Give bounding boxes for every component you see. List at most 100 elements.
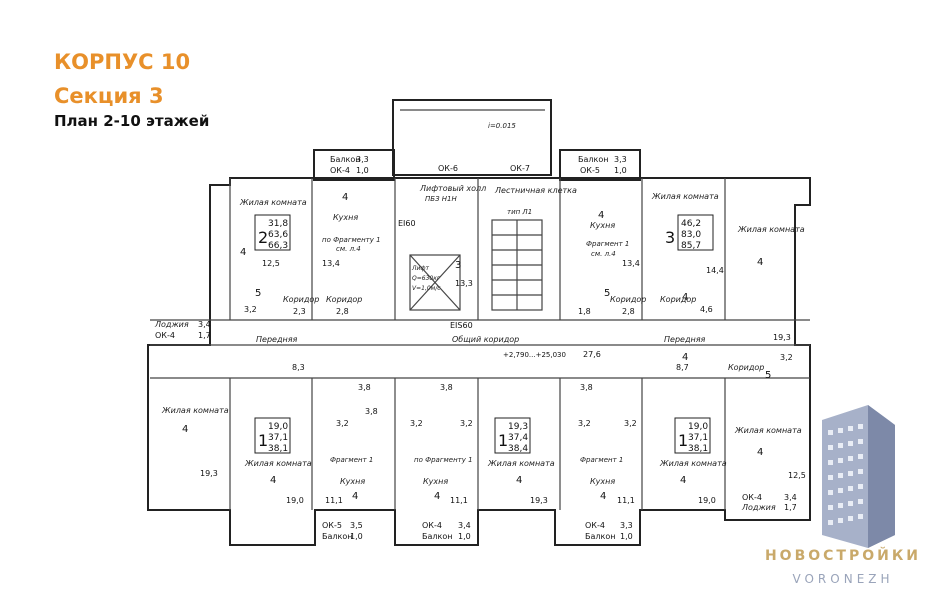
apt-area: 31,8 (268, 219, 288, 229)
balcony-area: 3,3 (356, 155, 369, 164)
building-title: КОРПУС 10 (54, 50, 191, 74)
room-label: Кухня (340, 477, 365, 486)
section-title: Секция 3 (54, 84, 164, 108)
room-area: 19,3 (200, 469, 218, 478)
apt-area: 19,0 (688, 422, 708, 432)
room-area: 3,2 (780, 353, 793, 362)
sheet-mark: 4 (600, 491, 606, 502)
window-code: ОК-4 (742, 493, 762, 502)
window-code: ОК-5 (322, 521, 342, 530)
sheet-mark: 4 (757, 257, 763, 268)
roof-exit-block (392, 99, 552, 176)
room-area: 2,8 (336, 307, 349, 316)
loggia-depth: 1,7 (198, 331, 211, 340)
balcony-depth: 1,0 (458, 532, 471, 541)
room-label: Передняя (256, 335, 298, 344)
level-mark: +2,790...+25,030 (503, 351, 566, 359)
lift-note: Q=630кг (412, 275, 441, 282)
fragment-note: по Фрагменту 1 (322, 236, 381, 244)
balcony-depth: 1,0 (614, 166, 627, 175)
room-area: 3,2 (336, 419, 349, 428)
room-label: Лифтовый холл (419, 184, 486, 193)
apt-area: 38,1 (688, 444, 708, 454)
apt-area: 37,4 (508, 433, 528, 443)
room-label: Кухня (333, 213, 358, 222)
room-area: 3,8 (365, 407, 378, 416)
balcony-label: Балкон (422, 532, 452, 541)
slope-note: i=0.015 (488, 122, 516, 130)
fire-rating: EIS60 (450, 321, 473, 330)
room-label: Коридор (728, 363, 764, 372)
brand-logo-icon (822, 405, 895, 548)
balcony-area: 3,3 (614, 155, 627, 164)
apt-area: 19,0 (268, 422, 288, 432)
room-area: 11,1 (617, 496, 635, 505)
sheet-mark: 4 (240, 247, 246, 258)
room-area: 14,4 (706, 266, 724, 275)
room-label: Коридор (610, 295, 646, 304)
room-label: Жилая комната (659, 459, 727, 468)
room-label: Передняя (664, 335, 706, 344)
room-area: 3,2 (244, 305, 257, 314)
window-code: ОК-4 (585, 521, 605, 530)
room-area: 19,3 (530, 496, 548, 505)
room-area: 3,2 (460, 419, 473, 428)
balcony-label: Балкон (322, 532, 352, 541)
sheet-mark: 4 (434, 491, 440, 502)
room-label: Жилая комната (734, 426, 802, 435)
room-area: 11,1 (450, 496, 468, 505)
apt-area: 63,6 (268, 230, 288, 240)
apt-area: 37,1 (268, 433, 288, 443)
room-label: Жилая комната (737, 225, 805, 234)
sheet-mark: 4 (352, 491, 358, 502)
sheet-mark: 4 (682, 352, 688, 363)
room-label: Жилая комната (161, 406, 229, 415)
apt-rooms: 1 (258, 431, 268, 450)
room-label: Жилая комната (651, 192, 719, 201)
room-label: Кухня (590, 221, 615, 230)
balcony-label: Балкон (585, 532, 615, 541)
sheet-mark: 5 (765, 370, 771, 381)
room-area: 19,0 (286, 496, 304, 505)
sheet-mark: 4 (270, 475, 276, 486)
balcony-label: Балкон (330, 155, 360, 164)
room-area: 2,8 (622, 307, 635, 316)
room-area: 27,6 (583, 350, 601, 359)
room-area: 13,4 (622, 259, 640, 268)
apt-area: 85,7 (681, 241, 701, 251)
loggia-area: 3,4 (198, 320, 211, 329)
loggia-area: 3,4 (784, 493, 797, 502)
loggia-label: Лоджия (741, 503, 776, 512)
balcony-area: 3,4 (458, 521, 471, 530)
apt-area: 38,4 (508, 444, 528, 454)
room-area: 8,3 (292, 363, 305, 372)
apt-rooms: 2 (258, 228, 268, 247)
sheet-mark: 4 (680, 475, 686, 486)
sheet-mark: 3 (455, 260, 461, 271)
apt-area: 46,2 (681, 219, 701, 229)
room-area: 19,3 (773, 333, 791, 342)
loggia-label: Лоджия (154, 320, 189, 329)
sheet-mark: 5 (255, 288, 261, 299)
room-label: Жилая комната (239, 198, 307, 207)
room-area: 3,2 (624, 419, 637, 428)
room-area: 3,2 (578, 419, 591, 428)
window-code: ОК-4 (422, 521, 442, 530)
balcony-upper-right (559, 149, 641, 181)
room-area: 3,2 (410, 419, 423, 428)
sheet-mark: 5 (604, 288, 610, 299)
fragment-note: Фрагмент 1 (580, 456, 623, 464)
apt-rooms: 1 (678, 431, 688, 450)
plan-title: План 2-10 этажей (54, 112, 210, 130)
window-code: ОК-5 (580, 166, 600, 175)
fragment-note: Фрагмент 1 (586, 240, 629, 248)
room-label: Коридор (283, 295, 319, 304)
fragment-note: по Фрагменту 1 (414, 456, 473, 464)
fire-rating: EI60 (398, 219, 416, 228)
apt-rooms: 3 (665, 228, 675, 247)
balcony-upper-left (313, 149, 395, 181)
window-code: ОК-4 (155, 331, 175, 340)
room-area: 4,6 (700, 305, 713, 314)
window-code: ОК-7 (510, 164, 530, 173)
brand-name: НОВОСТРОЙКИ (764, 548, 922, 564)
